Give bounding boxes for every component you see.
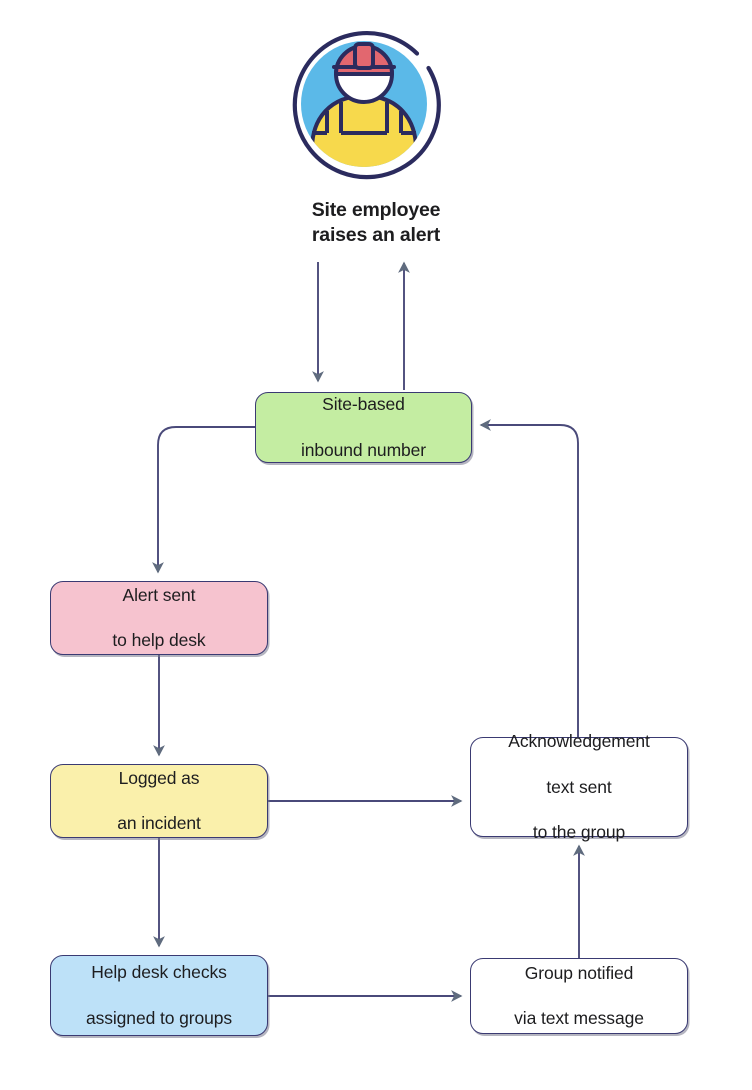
node-line-2: to help desk — [112, 630, 206, 651]
page-title-line-2: raises an alert — [311, 223, 441, 246]
node-line-1: Site-based — [322, 394, 405, 415]
node-line-1: Acknowledgement — [508, 731, 650, 752]
node-line-2: via text message — [514, 1008, 644, 1029]
page-title-line-1: Site employee — [311, 199, 441, 221]
node-label: Help desk checks assigned to groups — [70, 961, 248, 1029]
node-line-2: assigned to groups — [85, 1007, 233, 1028]
node-acknowledgement-text-sent-to-the-group[interactable]: Acknowledgement text sent to the group — [470, 731, 688, 842]
node-help-desk-checks-assigned-to-groups[interactable]: Help desk checks assigned to groups — [50, 955, 268, 1036]
node-line-1: Group notified — [524, 962, 634, 983]
node-site-based-inbound-number[interactable]: Site-based inbound number — [255, 392, 472, 463]
node-line-2: text sent — [546, 776, 612, 797]
node-line-1: Help desk checks — [91, 962, 227, 983]
node-alert-sent-to-help-desk[interactable]: Alert sent to help desk — [50, 581, 268, 655]
node-group-notified-via-text-message[interactable]: Group notified via text message — [470, 958, 688, 1034]
node-line-1: Alert sent — [122, 584, 196, 605]
node-label: Logged as an incident — [101, 767, 217, 835]
node-logged-as-an-incident[interactable]: Logged as an incident — [50, 764, 268, 838]
node-line-2: inbound number — [300, 439, 427, 460]
node-line-1: Logged as — [118, 767, 200, 788]
site-employee-avatar-icon — [292, 31, 441, 180]
node-line-2: an incident — [117, 813, 201, 834]
node-line-3: to the group — [532, 822, 626, 843]
node-label: Group notified via text message — [498, 962, 660, 1030]
edge-ack-to-inbound — [479, 419, 579, 737]
node-label: Site-based inbound number — [285, 393, 442, 461]
page-title: Site employee raises an alert — [176, 198, 576, 248]
edge-inbound-to-alert — [152, 426, 255, 574]
node-label: Alert sent to help desk — [96, 584, 221, 652]
node-label: Acknowledgement text sent to the group — [492, 730, 666, 844]
